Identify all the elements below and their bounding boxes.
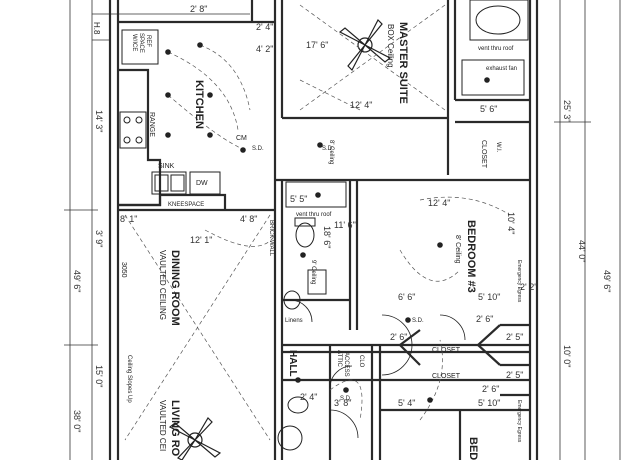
linens-label: Linens (285, 318, 303, 324)
bedroom3-sub-label: 8' Ceiling (454, 235, 461, 264)
living-label: LIVING RO (169, 400, 181, 457)
dim-15-0: 15' 0" (94, 365, 104, 387)
sd-label-2: S.D. (322, 146, 334, 152)
dim-38-0: 38' 0" (72, 410, 82, 432)
living-sub-label: VAULTED CEI (158, 400, 167, 451)
ref-label-2: SPACE (138, 33, 144, 53)
dim-4-8: 4' 8" (240, 214, 257, 224)
egress-label-2: Emergency Egress (516, 400, 522, 443)
dim-10-0: 10' 0" (562, 345, 572, 367)
closet-label-3: CLOSET (432, 373, 461, 380)
range-label: RANGE (148, 112, 155, 137)
dim-11-6: 11' 6" (334, 220, 356, 230)
refrigerator (121, 29, 159, 65)
dim-6-6: 6' 6" (398, 292, 415, 302)
master-label: MASTER SUITE (397, 22, 409, 104)
vent-label: vent thru roof (478, 46, 514, 52)
sink (151, 171, 187, 195)
dim-5-5: 5' 5" (290, 194, 307, 204)
dim-12-4b: 12' 4" (428, 198, 450, 208)
dim-3-9: 3' 9" (94, 230, 104, 247)
closet-label-2: CLOSET (432, 347, 461, 354)
access-label: ACCESS (343, 352, 349, 377)
ref-label-1: REF (145, 35, 151, 47)
dimension-lines (64, 0, 621, 460)
dim-2-2: 2' 2" (520, 282, 537, 292)
dw-label: DW (196, 180, 208, 187)
sd-label-3: S.D. (412, 318, 424, 324)
dim-44-0: 44' 0" (577, 240, 587, 262)
dishwasher (189, 171, 221, 195)
dim-49-6b: 49' 6" (602, 270, 612, 292)
ceiling-slope-label: Ceiling Slopes Up (126, 355, 132, 403)
tub-center (285, 181, 347, 208)
fixtures (119, 0, 529, 451)
dim-5-6a: 5' 6" (480, 104, 497, 114)
hall-label: HALL (287, 350, 298, 377)
master-sub-label: BOX Ceiling (386, 24, 395, 68)
dim-4-2: 4' 2" (256, 44, 273, 54)
light-fixtures (165, 42, 490, 403)
kneespace-label: KNEESPACE (168, 202, 204, 208)
window-code-label: 3050 (120, 262, 127, 278)
dim-14-3: 14' 3" (94, 110, 104, 132)
dim-5-4: 5' 4" (398, 398, 415, 408)
cm-label: CM (236, 135, 247, 142)
clo-label: CLO (358, 355, 364, 368)
dining-label: DINING ROOM (169, 250, 181, 326)
wi-label: W.I. (495, 142, 501, 153)
dim-5-10a: 5' 10" (478, 292, 500, 302)
water-heater (277, 425, 303, 451)
ceiling9-label: 9' Ceiling (310, 260, 316, 285)
dim-2-6b: 2' 6" (482, 384, 499, 394)
dim-49-6a: 49' 6" (72, 270, 82, 292)
vent-label-2: vent thru roof (296, 212, 332, 218)
wall-label: BRICK WALL (268, 220, 274, 257)
dim-2-4a: 2' 4" (256, 22, 273, 32)
range (119, 111, 147, 149)
wiring (124, 4, 511, 441)
dim-17-6: 17' 6" (306, 40, 328, 50)
dim-2-6a: 2' 6" (476, 314, 493, 324)
dim-5-10b: 5' 10" (478, 398, 500, 408)
dim-18-6: 18' 6" (322, 226, 332, 248)
dim-8-1: 8' 1" (120, 214, 137, 224)
dim-2-5a: 2' 5" (506, 332, 523, 342)
h8-label: H.8 (92, 22, 101, 35)
closet-label-1: CLOSET (480, 140, 487, 169)
dim-3-8: 3' 8" (334, 398, 351, 408)
walls (108, 0, 539, 460)
ceiling8-label: 8' Ceiling (328, 140, 334, 165)
bedroom3-label: BEDROOM #3 (465, 220, 477, 293)
attic-label: ATTIC (336, 350, 342, 368)
dim-12-4a: 12' 4" (350, 100, 372, 110)
exhaust-label: exhaust fan (486, 66, 517, 72)
ceiling-fan-icon-2 (168, 417, 222, 460)
shower (461, 59, 525, 96)
dim-2-4b: 2' 4" (300, 392, 317, 402)
bed-partial-label: BED (467, 437, 479, 460)
ref-label-3: W/ICE (131, 34, 137, 51)
dim-2-6c: 2' 6" (390, 332, 407, 342)
kitchen-label: KITCHEN (193, 80, 205, 129)
egress-label-1: Emergency Egress (516, 260, 522, 303)
dim-2-8: 2' 8" (190, 4, 207, 14)
dim-10-4: 10' 4" (506, 212, 516, 234)
sd-label-1: S.D. (252, 146, 264, 152)
dim-2-5b: 2' 5" (506, 370, 523, 380)
dim-12-1: 12' 1" (190, 235, 212, 245)
bathtub (469, 0, 529, 41)
sd-label-4: S.D. (340, 396, 352, 402)
door-swings (289, 299, 466, 439)
dining-sub-label: VAULTED CEILING (158, 250, 167, 320)
dim-25-3: 25' 3" (562, 100, 572, 122)
sink-label: SINK (158, 163, 175, 170)
